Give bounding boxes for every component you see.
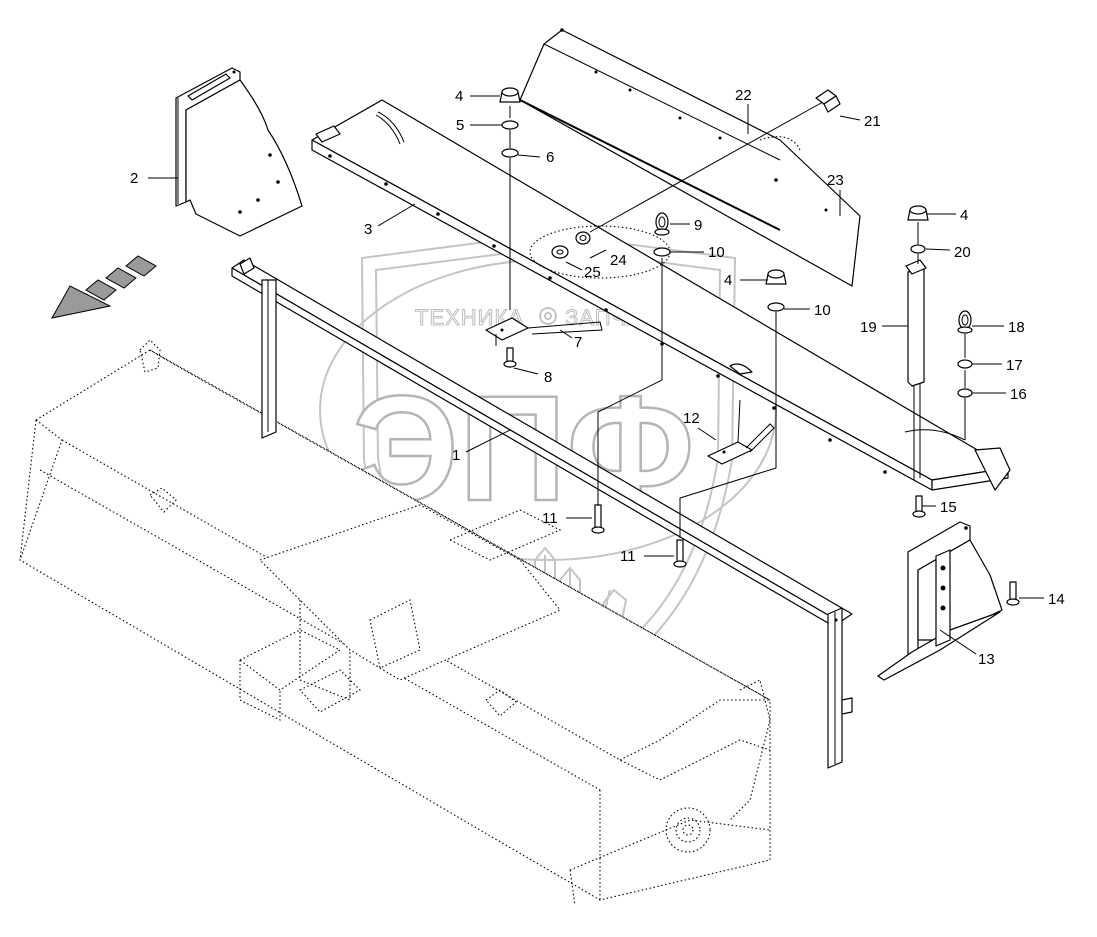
callout-18: 18	[1008, 319, 1025, 336]
nut-4a	[499, 87, 521, 103]
callout-3: 3	[364, 221, 372, 238]
arrow-dash-3	[125, 255, 157, 277]
washer-17	[957, 359, 973, 369]
callout-19: 19	[860, 319, 877, 336]
part-22-23-plate	[519, 28, 861, 287]
washer-20	[910, 244, 926, 254]
part-12-bracket	[707, 399, 775, 465]
washer-24	[575, 231, 591, 245]
header-frame	[258, 504, 561, 681]
direction-arrow	[51, 255, 157, 319]
washer-10b	[767, 302, 785, 312]
callout-10a: 10	[708, 244, 725, 261]
callout-16: 16	[1010, 386, 1027, 403]
callout-8: 8	[544, 369, 552, 386]
callout-14: 14	[1048, 591, 1065, 608]
callout-4c: 4	[960, 207, 968, 224]
nut-4b	[765, 269, 787, 285]
callout-21: 21	[864, 113, 881, 130]
callout-23: 23	[827, 172, 844, 189]
callout-9: 9	[694, 217, 702, 234]
bolt-21	[815, 89, 841, 113]
callout-11a: 11	[542, 510, 558, 527]
callout-22: 22	[735, 87, 752, 104]
arrow-dash-1	[85, 279, 117, 301]
callout-17: 17	[1006, 357, 1023, 374]
callout-4b: 4	[724, 272, 732, 289]
callout-12: 12	[683, 410, 700, 427]
part-2-deflector	[175, 67, 303, 237]
callout-20: 20	[954, 244, 971, 261]
bolt-15	[912, 495, 926, 518]
callout-5: 5	[456, 117, 464, 134]
bolt-8	[503, 347, 517, 368]
callout-2: 2	[130, 170, 138, 187]
callout-15: 15	[940, 499, 957, 516]
header-machine	[19, 339, 771, 906]
bolt-11a	[591, 504, 605, 534]
pulley	[665, 807, 711, 853]
callout-11b: 11	[620, 548, 636, 565]
callout-4a: 4	[455, 88, 463, 105]
callout-25: 25	[584, 264, 601, 281]
nut-25	[551, 245, 569, 259]
part-7-bracket	[485, 317, 603, 346]
nut-4c	[907, 205, 929, 221]
eyebolt-18	[957, 310, 973, 334]
washer-5	[501, 120, 519, 130]
callout-10b: 10	[814, 302, 831, 319]
callout-6: 6	[546, 149, 554, 166]
washer-6	[501, 148, 519, 158]
callouts: 1 2 3 4 5 6 7 8 9 10 4 10 11 11 12 13 14…	[130, 87, 1065, 668]
part-13-deflector	[877, 521, 1003, 681]
gear-icon	[539, 307, 557, 325]
part-19-rod	[905, 259, 927, 480]
callout-1: 1	[452, 447, 460, 464]
bolt-14	[1006, 581, 1020, 606]
washer-10a	[653, 247, 671, 257]
part-1-rail	[231, 257, 853, 769]
washer-16	[957, 388, 973, 398]
callout-13: 13	[978, 651, 995, 668]
callout-7: 7	[574, 334, 582, 351]
arrow-dash-2	[105, 267, 137, 289]
leader-lines	[148, 95, 1044, 655]
arrow-head	[51, 285, 112, 319]
callout-24: 24	[610, 252, 627, 269]
eyebolt-9	[654, 212, 670, 236]
bolt-11b	[673, 539, 687, 568]
part-3-beam	[311, 99, 1011, 491]
